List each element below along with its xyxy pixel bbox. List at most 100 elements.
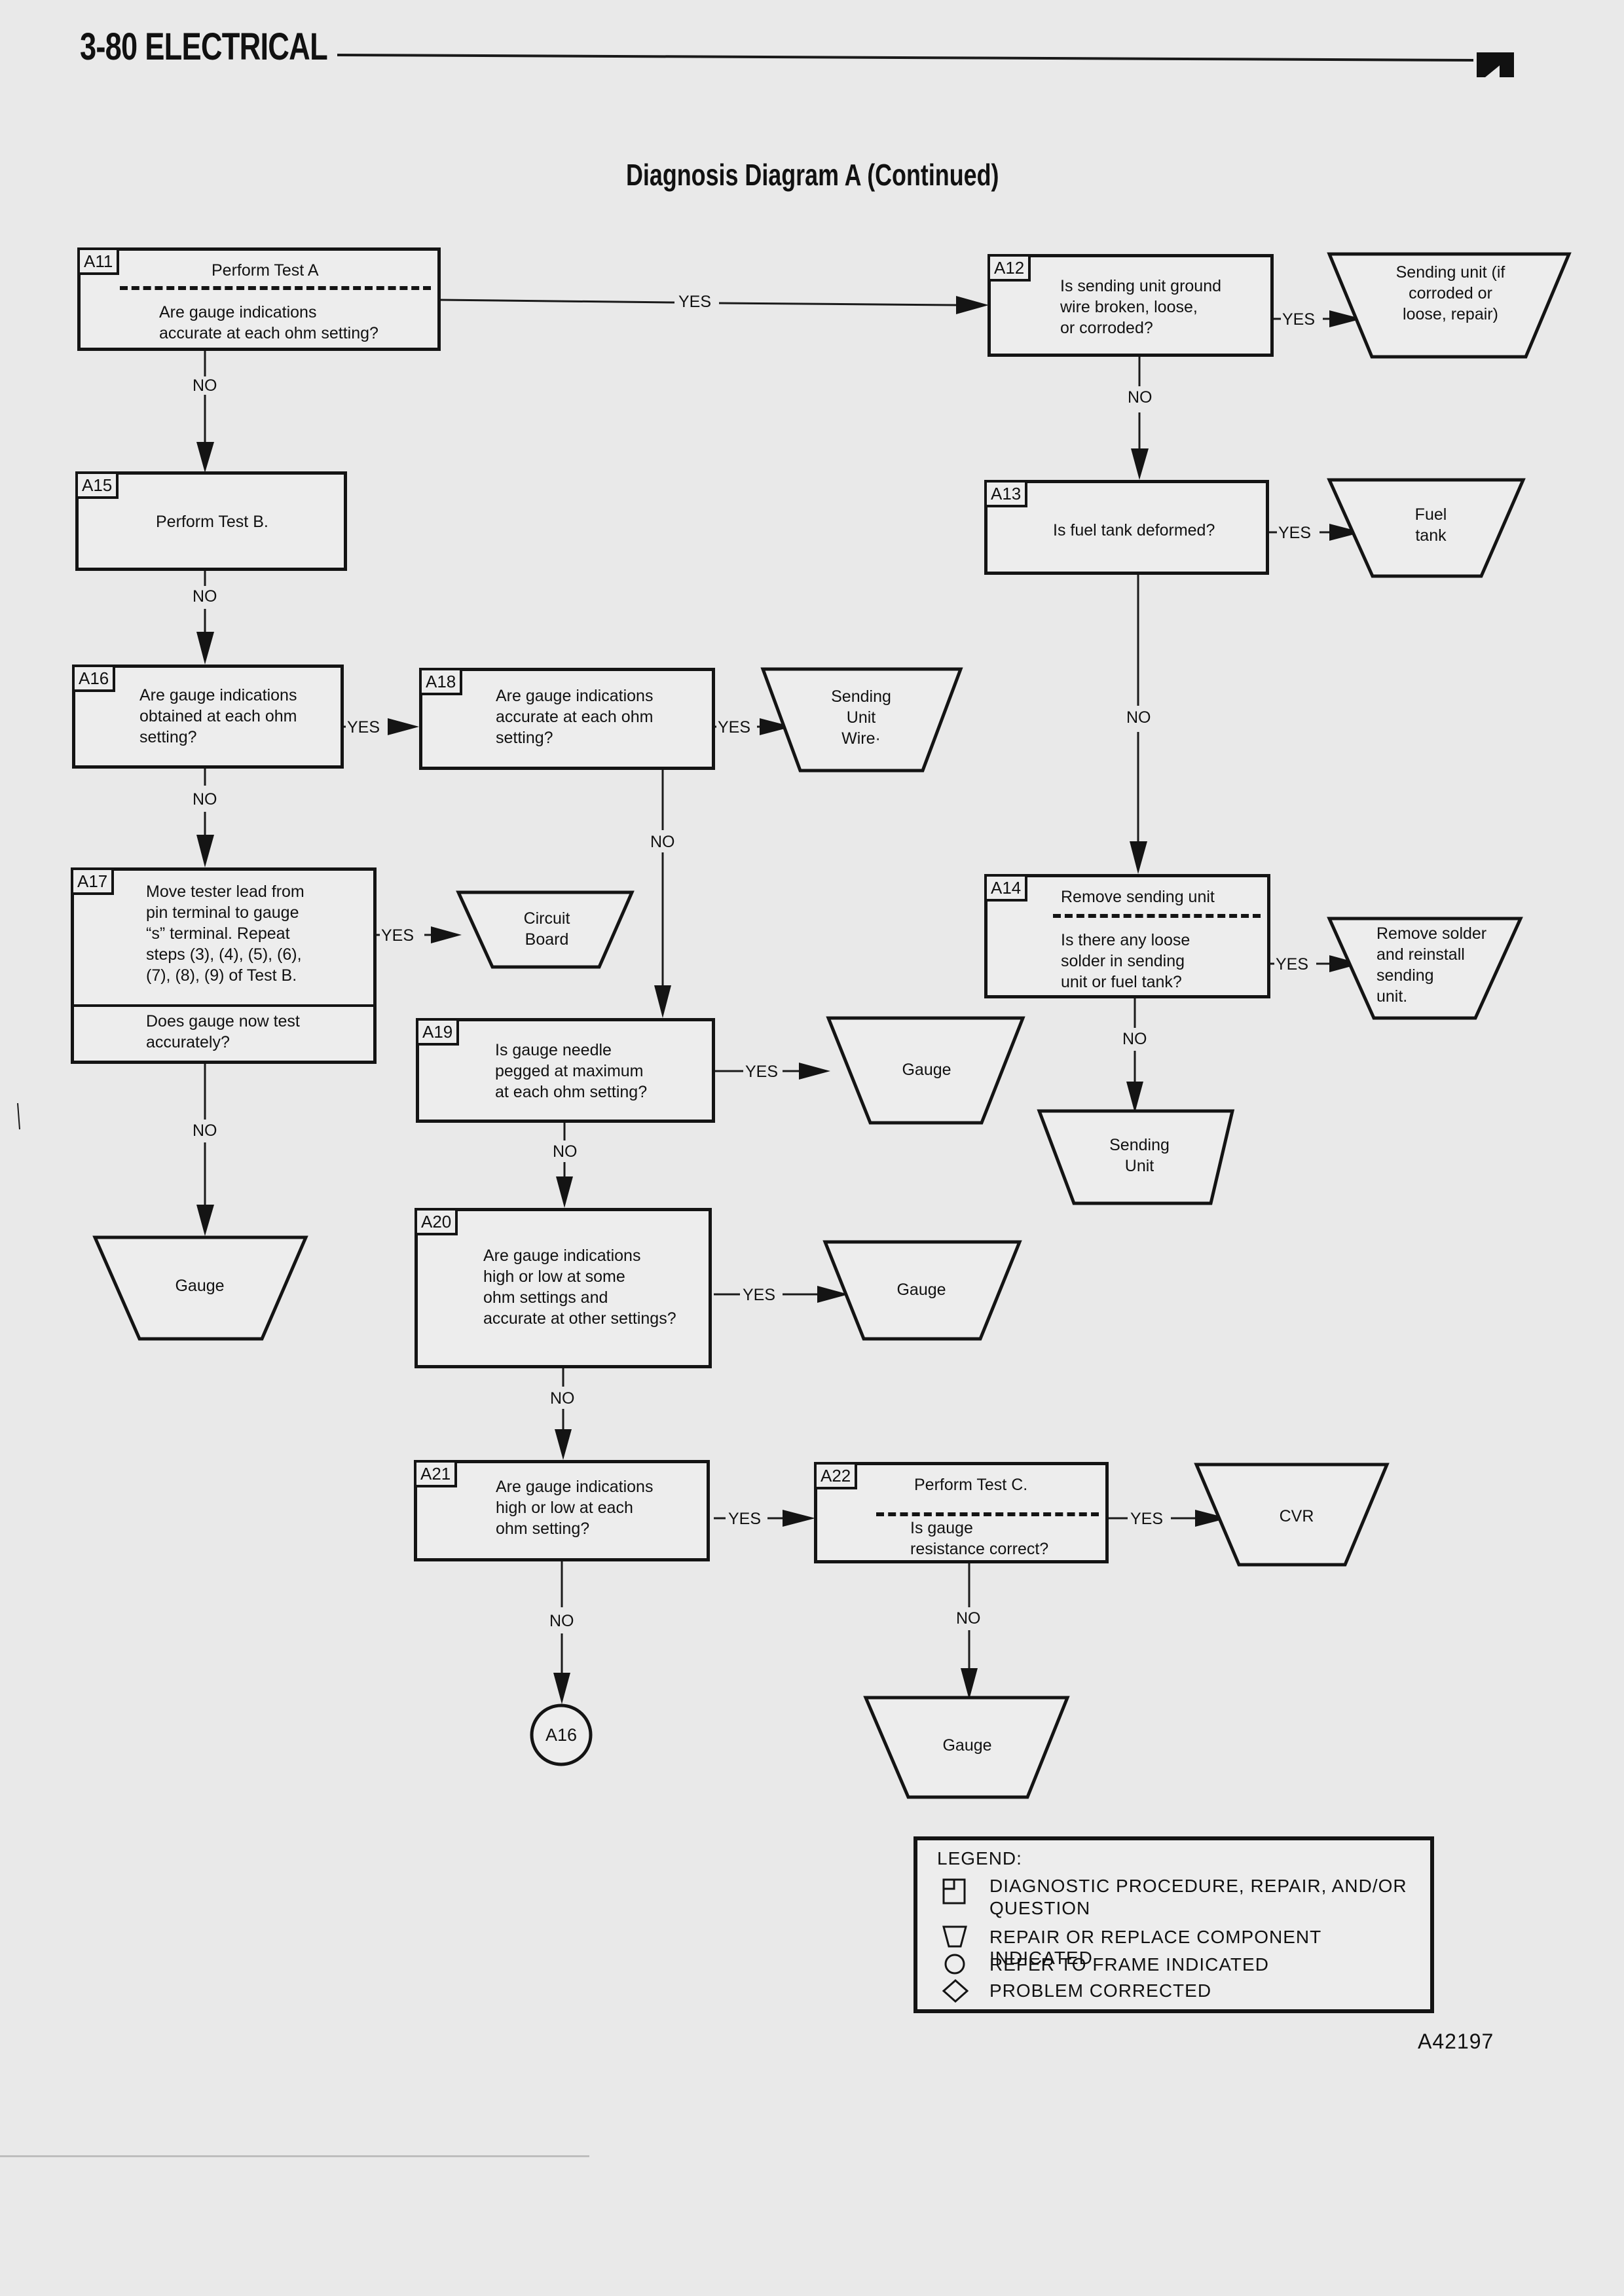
legend-item-label: DIAGNOSTIC PROCEDURE, REPAIR, AND/OR bbox=[989, 1876, 1407, 1896]
solid-divider bbox=[74, 1004, 373, 1007]
box-id: A14 bbox=[987, 877, 1028, 902]
no-label: NO bbox=[1126, 388, 1154, 407]
dashed-divider bbox=[1053, 914, 1261, 918]
box-id: A15 bbox=[78, 474, 119, 499]
trapezoid-icon bbox=[942, 1925, 967, 1948]
legend-item-label: REPAIR OR REPLACE COMPONENT INDICATED bbox=[989, 1927, 1321, 1968]
component-line: sending bbox=[1376, 966, 1434, 985]
circle-icon bbox=[944, 1954, 965, 1975]
no-label: NO bbox=[1121, 1030, 1149, 1048]
diamond-icon bbox=[942, 1979, 969, 2003]
box-line: accurate at each ohm setting? bbox=[159, 324, 378, 342]
box-line: resistance correct? bbox=[910, 1540, 1049, 1558]
box-a22: A22 Perform Test C. Is gauge resistance … bbox=[814, 1462, 1109, 1563]
component-remove-solder: Remove solder and reinstall sending unit… bbox=[1362, 923, 1513, 1007]
yes-label: YES bbox=[741, 1286, 777, 1304]
box-line: (7), (8), (9) of Test B. bbox=[146, 966, 297, 985]
component-line: Sending bbox=[1109, 1136, 1170, 1154]
box-a19: A19 Is gauge needle pegged at maximum at… bbox=[416, 1018, 715, 1123]
trap-sending-wire bbox=[760, 667, 963, 773]
box-a21: A21 Are gauge indications high or low at… bbox=[414, 1460, 710, 1561]
box-line: pegged at maximum bbox=[495, 1062, 644, 1080]
trap-cvr bbox=[1194, 1463, 1390, 1567]
box-line: ohm setting? bbox=[496, 1520, 590, 1538]
box-line: steps (3), (4), (5), (6), bbox=[146, 945, 302, 964]
component-line: Unit bbox=[846, 708, 876, 727]
box-line: Are gauge indications bbox=[159, 303, 317, 321]
component-sending-unit-if: Sending unit (if corroded or loose, repa… bbox=[1349, 262, 1552, 325]
box-id: A19 bbox=[418, 1021, 460, 1046]
component-line: Gauge bbox=[175, 1277, 225, 1295]
box-line: Move tester lead from bbox=[146, 883, 304, 901]
component-sending-wire: Sending Unit Wire· bbox=[805, 686, 917, 749]
component-circuit-board: Circuit Board bbox=[494, 908, 599, 950]
no-label: NO bbox=[955, 1609, 982, 1628]
dashed-divider bbox=[120, 286, 431, 290]
component-line: Wire· bbox=[841, 729, 881, 748]
box-line: Is gauge needle bbox=[495, 1041, 612, 1059]
trap-gauge-a17 bbox=[92, 1235, 308, 1341]
box-a11: A11 Perform Test A Are gauge indications… bbox=[77, 247, 441, 351]
box-a20: A20 Are gauge indications high or low at… bbox=[415, 1208, 712, 1368]
box-line: “s” terminal. Repeat bbox=[146, 924, 290, 943]
yes-label: YES bbox=[1281, 310, 1317, 329]
box-line: Is fuel tank deformed? bbox=[1053, 521, 1215, 539]
box-line: high or low at each bbox=[496, 1499, 633, 1517]
frame-ref-label: A16 bbox=[545, 1725, 578, 1745]
frame-ref-circle bbox=[530, 1704, 593, 1766]
component-gauge-a17: Gauge bbox=[144, 1275, 255, 1296]
legend-title: LEGEND: bbox=[937, 1848, 1022, 1868]
yes-label: YES bbox=[380, 926, 416, 945]
component-line: corroded or bbox=[1409, 284, 1492, 302]
box-line: Is sending unit ground bbox=[1060, 277, 1222, 295]
yes-label: YES bbox=[716, 718, 752, 737]
no-label: NO bbox=[191, 790, 219, 809]
legend-box: LEGEND: DIAGNOSTIC PROCEDURE, REPAIR, AN… bbox=[913, 1836, 1434, 2013]
legend-item-label: QUESTION bbox=[989, 1898, 1091, 1918]
box-a16: A16 Are gauge indications obtained at ea… bbox=[72, 665, 344, 769]
box-line: Are gauge indications bbox=[483, 1247, 641, 1265]
box-line: setting? bbox=[139, 728, 197, 746]
yes-label: YES bbox=[1274, 955, 1310, 974]
trap-circuit-board bbox=[456, 890, 635, 969]
box-line: Is gauge bbox=[910, 1519, 973, 1537]
box-a12: A12 Is sending unit ground wire broken, … bbox=[987, 254, 1274, 357]
box-line: Does gauge now test bbox=[146, 1012, 300, 1030]
trap-sending-unit-if bbox=[1327, 252, 1572, 359]
no-label: NO bbox=[551, 1142, 579, 1161]
box-line: obtained at each ohm bbox=[139, 707, 297, 725]
no-label: NO bbox=[548, 1612, 576, 1630]
box-id: A13 bbox=[987, 483, 1028, 507]
box-id: A17 bbox=[73, 870, 115, 895]
box-id: A18 bbox=[422, 670, 463, 695]
box-line: accurate at each ohm bbox=[496, 708, 654, 726]
component-line: and reinstall bbox=[1376, 945, 1465, 964]
trap-gauge-a22 bbox=[863, 1696, 1070, 1799]
box-id: A21 bbox=[416, 1463, 458, 1487]
component-fuel-tank: Fuel tank bbox=[1375, 504, 1486, 546]
box-line: solder in sending bbox=[1061, 952, 1185, 970]
box-line: wire broken, loose, bbox=[1060, 298, 1198, 316]
box-id: A12 bbox=[990, 257, 1031, 282]
box-line: accurately? bbox=[146, 1033, 230, 1051]
trap-gauge-a20 bbox=[822, 1240, 1022, 1341]
component-line: Sending bbox=[831, 687, 891, 706]
box-line: high or low at some bbox=[483, 1267, 625, 1286]
box-a15: A15 Perform Test B. bbox=[75, 471, 347, 571]
yes-label: YES bbox=[1277, 524, 1313, 542]
page-title: Diagnosis Diagram A (Continued) bbox=[626, 158, 999, 192]
box-line: ohm settings and bbox=[483, 1288, 608, 1307]
trap-remove-solder bbox=[1327, 917, 1523, 1020]
component-line: CVR bbox=[1279, 1507, 1314, 1525]
component-line: Remove solder bbox=[1376, 924, 1487, 943]
trap-sending-unit bbox=[1037, 1109, 1235, 1205]
box-line: unit or fuel tank? bbox=[1061, 973, 1182, 991]
box-a18: A18 Are gauge indications accurate at ea… bbox=[419, 668, 715, 770]
box-id: A20 bbox=[417, 1211, 458, 1235]
box-line: accurate at other settings? bbox=[483, 1309, 676, 1328]
box-line: Are gauge indications bbox=[496, 687, 654, 705]
box-line: Is there any loose bbox=[1061, 931, 1190, 949]
box-a14: A14 Remove sending unit Is there any loo… bbox=[984, 874, 1270, 998]
component-line: Board bbox=[525, 930, 569, 949]
component-gauge-a22: Gauge bbox=[912, 1735, 1023, 1756]
